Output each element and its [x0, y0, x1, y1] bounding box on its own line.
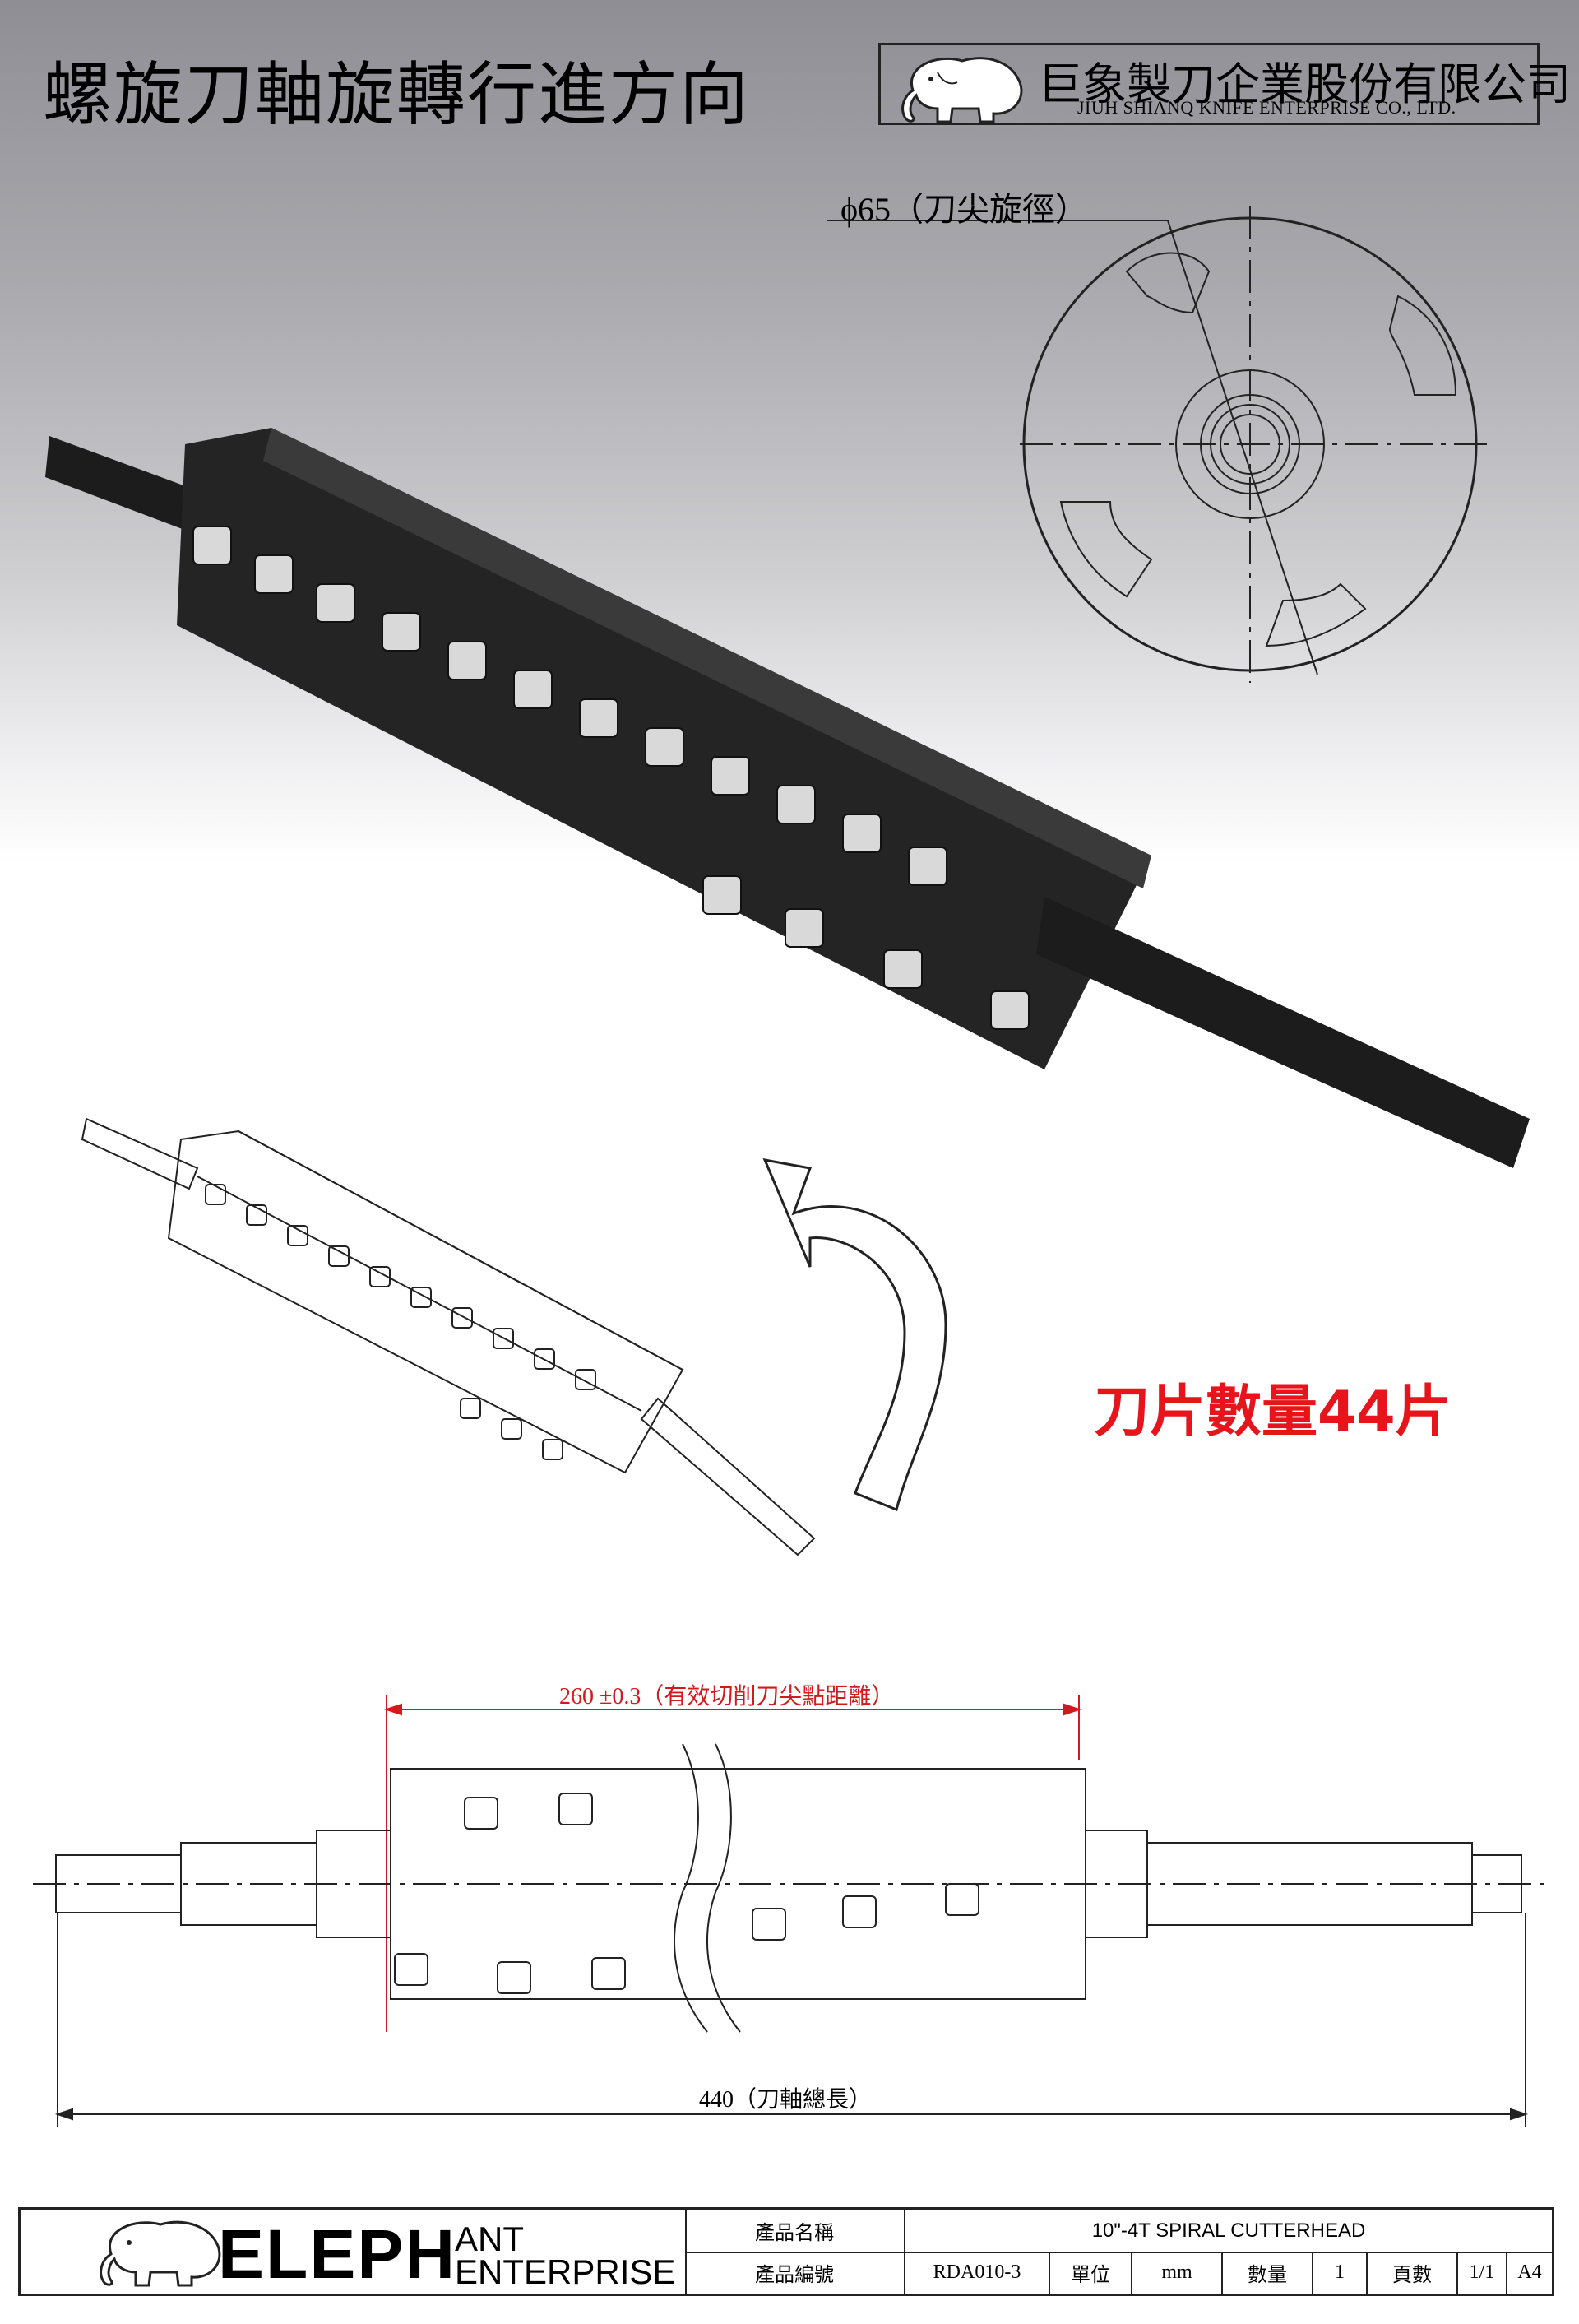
product-name-label: 產品名稱 — [685, 2210, 905, 2252]
page-value: 1/1 — [1458, 2252, 1507, 2294]
cutterhead-line-drawing — [81, 1117, 816, 1556]
title-block-row-2: 產品編號 RDA010-3 單位 mm 數量 1 頁數 1/1 A4 — [685, 2252, 1552, 2294]
brand-cell: ELEPH ANT ENTERPRISE — [21, 2210, 687, 2294]
side-elevation-view — [33, 1743, 1546, 2033]
product-code-value: RDA010-3 — [905, 2252, 1050, 2294]
company-name-english: JIUH SHIANQ KNIFE ENTERPRISE CO., LTD. — [1077, 97, 1456, 118]
company-frame — [878, 43, 1540, 125]
rotation-arrow-icon — [762, 1158, 947, 1512]
brand-enterprise: ENTERPRISE — [455, 2252, 676, 2291]
company-name-chinese: 巨象製刀企業股份有限公司 — [1038, 58, 1571, 110]
page-title: 螺旋刀軸旋轉行進方向 — [43, 54, 751, 135]
cutterhead-photo — [45, 428, 1530, 1168]
paper-size-value: A4 — [1517, 2261, 1542, 2283]
diameter-label: ϕ65（刀尖旋徑） — [840, 191, 1089, 228]
elephant-logo-icon — [100, 2220, 221, 2287]
total-length-dimension — [54, 1913, 1529, 2127]
brand-suffix: ANT — [455, 2220, 524, 2258]
effective-length-dimension — [383, 1695, 1082, 2032]
quantity-value: 1 — [1313, 2252, 1368, 2294]
product-code-label: 產品編號 — [685, 2252, 905, 2294]
cross-section-view — [1020, 206, 1489, 683]
effective-length-label: 260 ±0.3（有效切削刀尖點距離） — [559, 1684, 895, 1709]
total-length-label: 440（刀軸總長） — [699, 2087, 873, 2113]
unit-value: mm — [1132, 2252, 1223, 2294]
title-block: ELEPH ANT ENTERPRISE 產品名稱 10"-4T SPIRAL … — [18, 2207, 1554, 2296]
title-block-row-1: 產品名稱 10"-4T SPIRAL CUTTERHEAD — [685, 2210, 1552, 2253]
insert-count-label: 刀片數量44片 — [1094, 1380, 1452, 1445]
brand-name: ELEPH — [218, 2215, 457, 2293]
quantity-label: 數量 — [1223, 2252, 1313, 2294]
product-name-value: 10"-4T SPIRAL CUTTERHEAD — [1091, 2219, 1366, 2242]
unit-label: 單位 — [1050, 2252, 1132, 2294]
page-label: 頁數 — [1368, 2252, 1458, 2294]
